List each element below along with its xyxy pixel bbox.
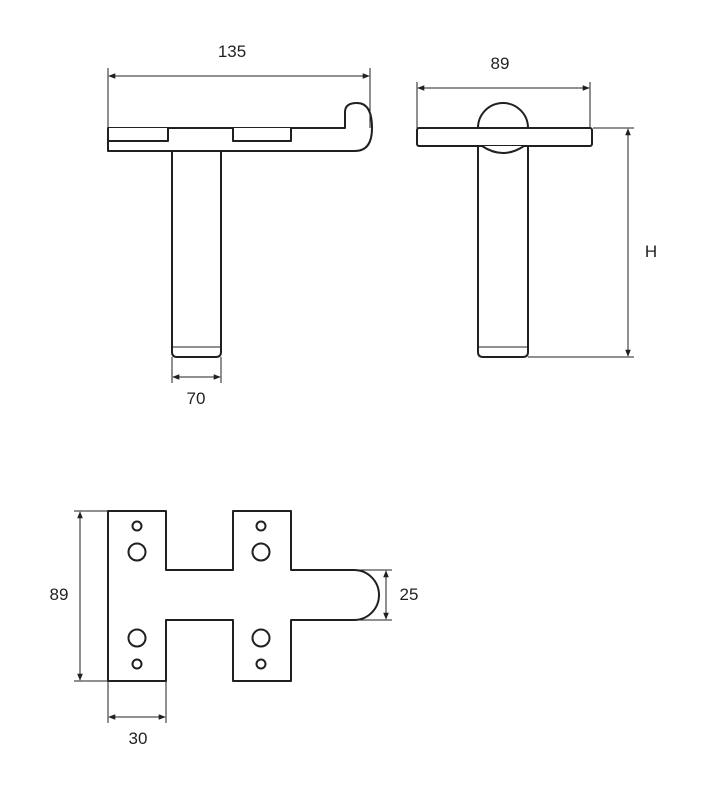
hole-large-bottom-left xyxy=(127,628,147,648)
flange-width-dimension: 30 xyxy=(107,681,167,748)
front-width-dimension: 135 xyxy=(107,42,371,128)
side-view xyxy=(416,102,593,358)
flange-width-label: 30 xyxy=(129,729,148,748)
front-slot-left xyxy=(107,128,169,142)
hole-large-top-left xyxy=(127,542,147,562)
hole-large-top-right xyxy=(251,542,271,562)
side-width-label: 89 xyxy=(491,54,510,73)
front-plate xyxy=(107,102,373,152)
side-dome xyxy=(477,102,529,129)
front-leg xyxy=(171,145,222,358)
front-width-label: 135 xyxy=(218,42,246,61)
hole-small-top-right xyxy=(255,520,267,532)
hole-small-bottom-left xyxy=(131,658,143,670)
plate-height-label: 89 xyxy=(50,585,69,604)
side-leg xyxy=(477,145,529,358)
side-plate xyxy=(416,127,593,147)
plate-height-dimension: 89 xyxy=(50,510,108,682)
hole-small-bottom-right xyxy=(255,658,267,670)
tab-height-dimension: 25 xyxy=(356,569,419,621)
leg-width-dimension: 70 xyxy=(171,357,222,408)
height-dimension: H xyxy=(528,127,657,358)
height-label: H xyxy=(645,242,657,261)
hole-large-bottom-right xyxy=(251,628,271,648)
side-width-dimension: 89 xyxy=(416,54,591,128)
side-dome-cap xyxy=(481,145,525,154)
tab-height-label: 25 xyxy=(400,585,419,604)
front-slot-right xyxy=(232,128,292,142)
top-plate xyxy=(107,510,380,682)
hole-small-top-left xyxy=(131,520,143,532)
front-view xyxy=(107,102,373,358)
leg-width-label: 70 xyxy=(187,389,206,408)
top-view xyxy=(107,510,380,682)
